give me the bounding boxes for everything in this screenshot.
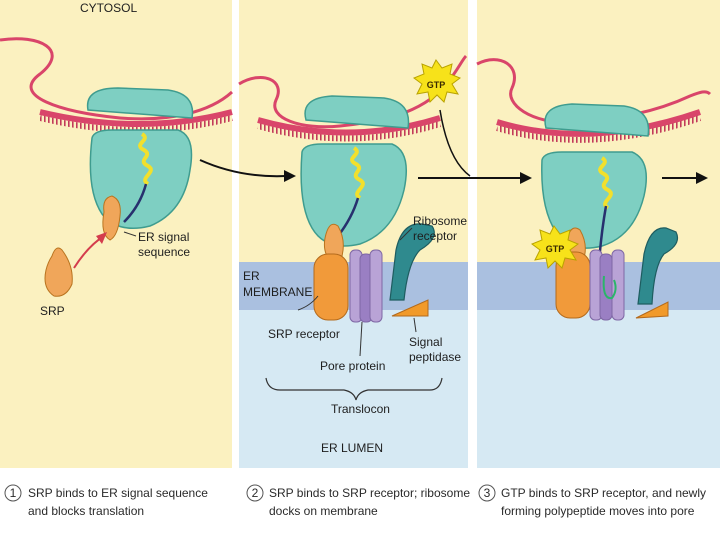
nascent-polypeptide [350,146,365,200]
translocon-pore [349,249,383,323]
step-number-badge [246,484,264,502]
signal-peptidase [635,301,669,319]
step-number-badge [478,484,496,502]
srp-receptor [313,253,349,321]
step-text: SRP binds to SRP receptor; ribosome [269,486,470,500]
step-caption: 3 GTP binds to SRP receptor, and newly f… [478,484,706,518]
panel-divider [232,0,239,468]
er-signal-label: sequence [138,245,190,259]
step-arrow [199,159,296,182]
signal-peptidase-label: peptidase [409,350,461,364]
gtp-starburst: GTP [530,225,580,270]
er-membrane-label: ER [243,269,260,283]
panel-divider [468,0,477,468]
step-text: and blocks translation [28,504,144,518]
translocon-bracket [265,377,443,401]
leader-line [123,231,137,237]
step-number: 1 [10,486,17,500]
ribosome-receptor-label: Ribosome [413,214,467,228]
gtp-label: GTP [427,80,446,90]
ribosome [541,103,650,249]
nascent-polypeptide [598,156,613,210]
polypeptide-in-pore [602,275,617,300]
step-number: 2 [252,486,259,500]
ribosome-receptor [637,227,679,305]
binding-arrow-head [96,232,107,244]
step-text: GTP binds to SRP receptor, and newly [501,486,706,500]
er-membrane-label: MEMBRANE [243,285,312,299]
nascent-polypeptide [123,132,153,223]
ribosome-receptor [389,223,435,301]
step-text: docks on membrane [269,504,378,518]
signal-peptidase [391,299,429,317]
signal-peptidase-label: Signal [409,335,442,349]
step-number-badge [4,484,22,502]
step-arrow [662,172,708,184]
gtp-arrow [439,109,471,177]
ribosome-receptor-label: receptor [413,229,457,243]
leader-line [297,295,319,311]
leader-line [359,321,363,357]
step-text: forming polypeptide moves into pore [501,504,695,518]
gtp-starburst: GTP [412,59,462,104]
step-caption: 2 SRP binds to SRP receptor; ribosome do… [246,484,470,518]
er-signal-label: ER signal [138,230,189,244]
gtp-label: GTP [546,244,565,254]
step-arrow [418,172,532,184]
er-lumen-label: ER LUMEN [321,441,383,455]
srp-free [44,247,73,297]
srp-label: SRP [40,304,65,318]
translocon-label: Translocon [331,402,390,416]
ribosome [300,95,410,247]
cytosol-label: CYTOSOL [80,1,137,15]
step-caption: 1 SRP binds to ER signal sequence and bl… [4,484,208,518]
pore-protein-label: Pore protein [320,359,385,373]
step-text: SRP binds to ER signal sequence [28,486,208,500]
step-number: 3 [484,486,491,500]
leader-line [413,317,417,333]
leader-line [399,227,413,241]
translocon-pore [589,249,625,321]
srp-receptor-label: SRP receptor [268,327,340,341]
